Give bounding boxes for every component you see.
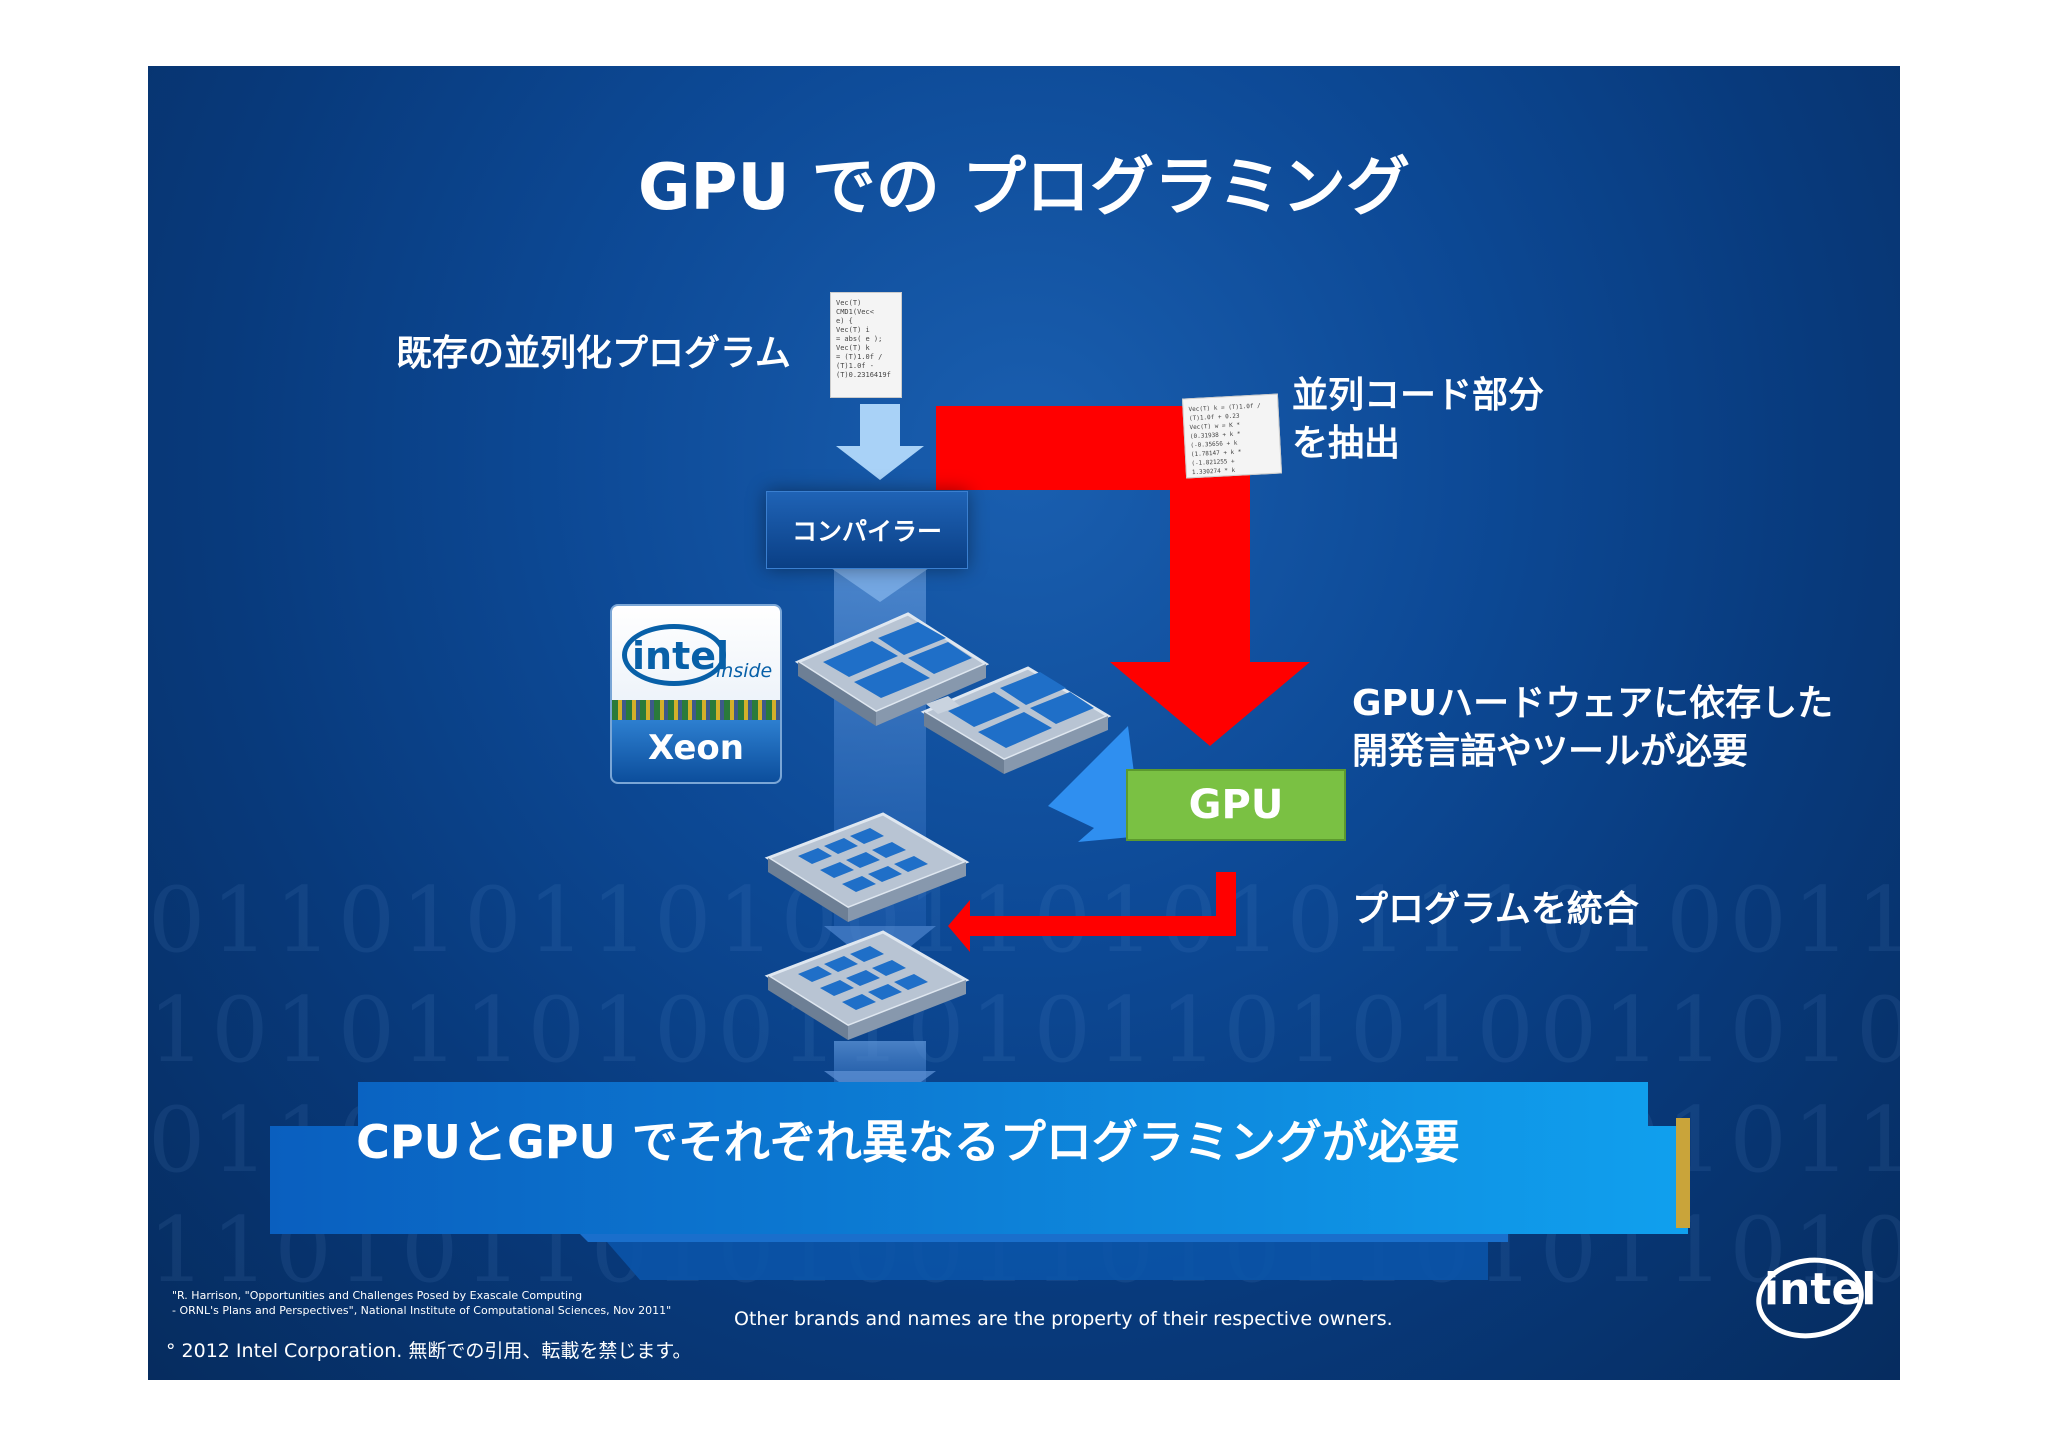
intel-badge-brand: intel bbox=[632, 634, 729, 678]
label-integrate: プログラムを統合 bbox=[1352, 886, 1639, 934]
code-line: Vec(T) i bbox=[836, 326, 896, 335]
code-line: (T)0.2316419f bbox=[836, 371, 896, 380]
intel-badge-inside: inside bbox=[716, 660, 772, 682]
code-line: Vec(T) bbox=[836, 299, 896, 308]
gpu-box: GPU bbox=[1126, 769, 1346, 841]
footnote-line2: - ORNL's Plans and Perspectives", Nation… bbox=[172, 1303, 671, 1318]
xeon-label: Xeon bbox=[612, 728, 780, 768]
doc-to-compiler-arrow bbox=[836, 404, 924, 480]
chip-die-4 bbox=[768, 932, 966, 1040]
compiler-box: コンパイラー bbox=[766, 491, 968, 569]
integrate-red-arrow bbox=[948, 872, 1236, 952]
banner-die-strip bbox=[1676, 1118, 1690, 1228]
banner-text: CPUとGPU でそれぞれ異なるプログラミングが必要 bbox=[278, 1106, 1538, 1172]
code-line: Vec(T) k bbox=[836, 344, 896, 353]
chip-die-3 bbox=[768, 814, 966, 922]
code-line: CMD1(Vec< bbox=[836, 308, 896, 317]
label-extract-line2: を抽出 bbox=[1292, 420, 1400, 468]
source-code-document: Vec(T)CMD1(Vec<e) {Vec(T) i= abs( e );Ve… bbox=[830, 292, 902, 398]
intel-inside-xeon-badge: intel inside Xeon bbox=[610, 604, 782, 784]
label-extract-line1: 並列コード部分 bbox=[1292, 372, 1544, 420]
code-line: = (T)1.0f / bbox=[836, 353, 896, 362]
code-line: (T)1.0f - bbox=[836, 362, 896, 371]
die-strip-icon bbox=[612, 700, 780, 720]
label-gpu-dependency-line2: 開発言語やツールが必要 bbox=[1352, 728, 1748, 776]
intel-logo-text: intel bbox=[1764, 1264, 1876, 1315]
copyright: ° 2012 Intel Corporation. 無断での引用、転載を禁じます… bbox=[166, 1336, 691, 1363]
footnote-line1: "R. Harrison, "Opportunities and Challen… bbox=[172, 1288, 582, 1303]
code-line: e) { bbox=[836, 317, 896, 326]
brands-notice: Other brands and names are the property … bbox=[734, 1308, 1393, 1330]
label-existing-program: 既存の並列化プログラム bbox=[396, 330, 791, 378]
label-gpu-dependency-line1: GPUハードウェアに依存した bbox=[1352, 680, 1833, 728]
slide: 0110101101001101010111010011010 10101101… bbox=[148, 66, 1900, 1380]
code-line: = abs( e ); bbox=[836, 335, 896, 344]
